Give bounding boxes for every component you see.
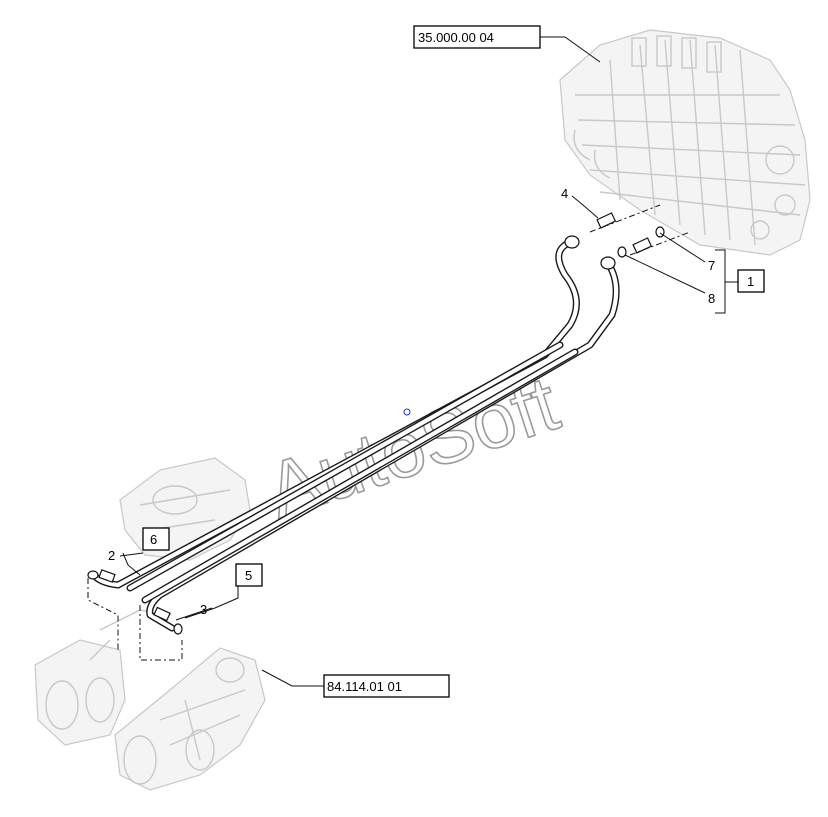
callout-8: 8	[708, 291, 715, 306]
leader-lines	[119, 36, 738, 687]
callout-1: 1	[737, 269, 765, 293]
callout-6: 6	[142, 527, 170, 551]
pipe-assembly	[90, 238, 620, 632]
callout-1-label: 1	[747, 274, 754, 289]
callout-5-label: 5	[245, 568, 252, 583]
center-lines	[87, 204, 691, 661]
reference-lower-assembly[interactable]: 84.114.01 01	[323, 674, 450, 698]
callout-3: 3	[200, 602, 207, 617]
boom-assembly-drawing	[34, 457, 266, 791]
callout-4: 4	[561, 186, 568, 201]
reference-lower-assembly-label: 84.114.01 01	[327, 679, 402, 694]
callout-5: 5	[235, 563, 263, 587]
callout-6-label: 6	[150, 532, 157, 547]
callout-2: 2	[108, 548, 115, 563]
reference-valve-block-label: 35.000.00 04	[418, 30, 494, 45]
callout-7: 7	[708, 258, 715, 273]
reference-valve-block[interactable]: 35.000.00 04	[413, 25, 541, 49]
valve-block-drawing	[559, 29, 811, 256]
